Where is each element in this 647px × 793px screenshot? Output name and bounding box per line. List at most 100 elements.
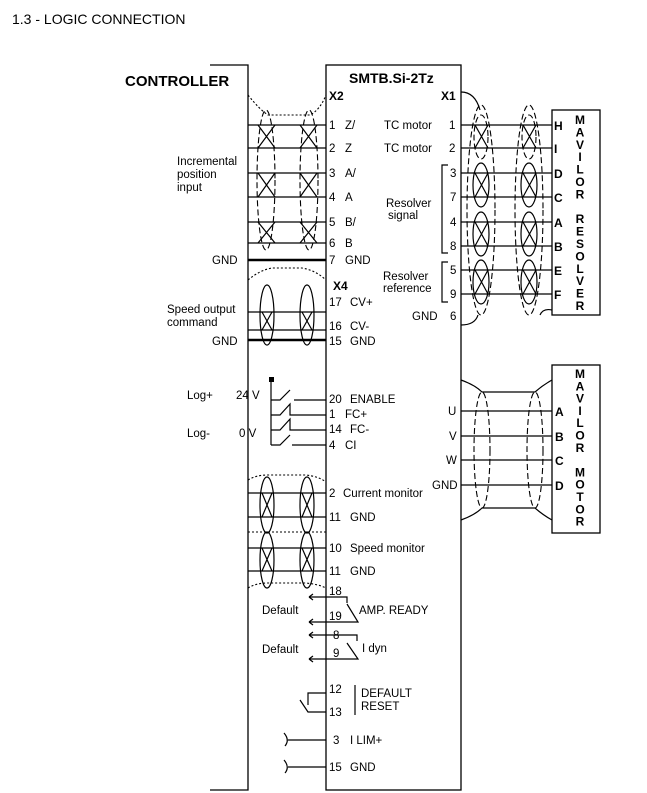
x4-pin-name: AMP. READY: [359, 605, 429, 617]
incremental-label-2: position: [177, 169, 217, 181]
title-letter: I: [578, 404, 581, 418]
x4-pin-num: 10: [329, 543, 342, 555]
svg-text:B: B: [554, 240, 563, 254]
title-letter: S: [576, 237, 584, 251]
x1-pin-label: GND: [412, 311, 438, 323]
x4-pin-num: 11: [329, 566, 341, 578]
title-letter: V: [576, 274, 584, 288]
connector-x2: X2: [329, 89, 344, 103]
title-letter: A: [576, 125, 585, 139]
x4-pin-name: CI: [345, 440, 357, 452]
x4-pin-num: 11: [329, 512, 341, 524]
drive-label: SMTB.Si-2Tz: [349, 70, 434, 86]
resolver-signal-label-2: signal: [388, 210, 418, 222]
gnd-label-2: GND: [212, 336, 238, 348]
x4-pin-num: 18: [329, 586, 342, 598]
title-letter: L: [576, 262, 583, 276]
x1-pin-label: TC motor: [384, 120, 432, 132]
title-letter: E: [576, 287, 584, 301]
x4-pin-name: ENABLE: [350, 394, 396, 406]
drive-box: [325, 64, 462, 791]
x4-pin-name: GND: [350, 512, 376, 524]
x4-pin-name: GND: [350, 566, 376, 578]
default-reset-label-2: RESET: [361, 701, 399, 713]
title-letter: M: [575, 367, 585, 381]
logic-switches: [269, 377, 326, 446]
motor-phase-label: GND: [432, 480, 458, 492]
title-letter: R: [576, 515, 585, 529]
x4-pin-name: Speed monitor: [350, 543, 425, 555]
v0-label: 0 V: [239, 428, 257, 440]
x2-pin-num: 7: [329, 255, 335, 267]
title-letter: T: [576, 490, 584, 504]
default-reset-label-1: DEFAULT: [361, 688, 412, 700]
x4-pin-num: 20: [329, 394, 342, 406]
section-title: 1.3 - LOGIC CONNECTION: [12, 11, 185, 27]
x4-pin-name: FC-: [350, 424, 369, 436]
controller-label: CONTROLLER: [125, 73, 229, 90]
log-minus-label: Log-: [187, 428, 210, 440]
x1-pin-label: TC motor: [384, 143, 432, 155]
x2-pin-name: Z/: [345, 120, 356, 132]
incremental-label-1: Incremental: [177, 156, 237, 168]
x4-pin-num: 2: [329, 488, 335, 500]
x4-pin-num: 1: [329, 409, 335, 421]
gnd-label-1: GND: [212, 255, 238, 267]
x2-pin-num: 2: [329, 143, 335, 155]
x2-pin-name: B: [345, 238, 353, 250]
x4-pin-num: 17: [329, 297, 342, 309]
svg-text:I: I: [554, 142, 557, 156]
motor-phase-label: W: [446, 455, 457, 467]
x4-pin-num: 16: [329, 321, 342, 333]
title-letter: O: [575, 429, 584, 443]
title-letter: O: [575, 502, 584, 516]
x2-pin-name: A/: [345, 168, 357, 180]
x4-pin-num: 4: [329, 440, 336, 452]
resolver-reference-label-2: reference: [383, 283, 432, 295]
title-letter: R: [576, 212, 585, 226]
x2-pin-num: 3: [329, 168, 335, 180]
title-letter: R: [576, 299, 585, 313]
x2-pin-name: GND: [345, 255, 371, 267]
x4-pin-num: 15: [329, 762, 342, 774]
resolver-pins: H I D C A B E F: [554, 119, 563, 302]
title-letter: R: [576, 187, 585, 201]
x1-pin-num: 7: [450, 192, 456, 204]
connector-x1: X1: [441, 89, 456, 103]
relay-outputs: [283, 593, 360, 774]
resolver-signal-label-1: Resolver: [386, 198, 432, 210]
motor-phase-label: V: [449, 431, 457, 443]
resolver-brackets: [441, 164, 448, 303]
title-letter: O: [575, 249, 584, 263]
svg-text:D: D: [555, 479, 564, 493]
title-letter: E: [576, 225, 584, 239]
svg-text:F: F: [554, 288, 561, 302]
x4-pin-num: 8: [333, 630, 339, 642]
svg-text:A: A: [554, 216, 563, 230]
motor-pins: A B C D: [555, 405, 564, 493]
x1-pin-num: 6: [450, 311, 456, 323]
title-letter: O: [575, 175, 584, 189]
x4-pin-num: 13: [329, 707, 342, 719]
x4-pin-num: 19: [329, 611, 342, 623]
connector-x4: X4: [333, 279, 348, 293]
x4-pin-num: 14: [329, 424, 342, 436]
x1-pin-num: 1: [449, 120, 455, 132]
speed-output-label-1: Speed output: [167, 304, 236, 316]
x2-pin-num: 6: [329, 238, 335, 250]
title-letter: I: [578, 150, 581, 164]
x4-pin-name: GND: [350, 336, 376, 348]
controller-box: [210, 64, 249, 791]
x2-pin-num: 4: [329, 192, 336, 204]
v24-label: 24 V: [236, 390, 260, 402]
x4-pin-num: 12: [329, 684, 342, 696]
default-label-2: Default: [262, 644, 299, 656]
svg-text:B: B: [555, 430, 564, 444]
motor-phase-label: U: [448, 406, 456, 418]
svg-text:E: E: [554, 264, 562, 278]
title-letter: M: [575, 113, 585, 127]
x4-pin-name: FC+: [345, 409, 367, 421]
